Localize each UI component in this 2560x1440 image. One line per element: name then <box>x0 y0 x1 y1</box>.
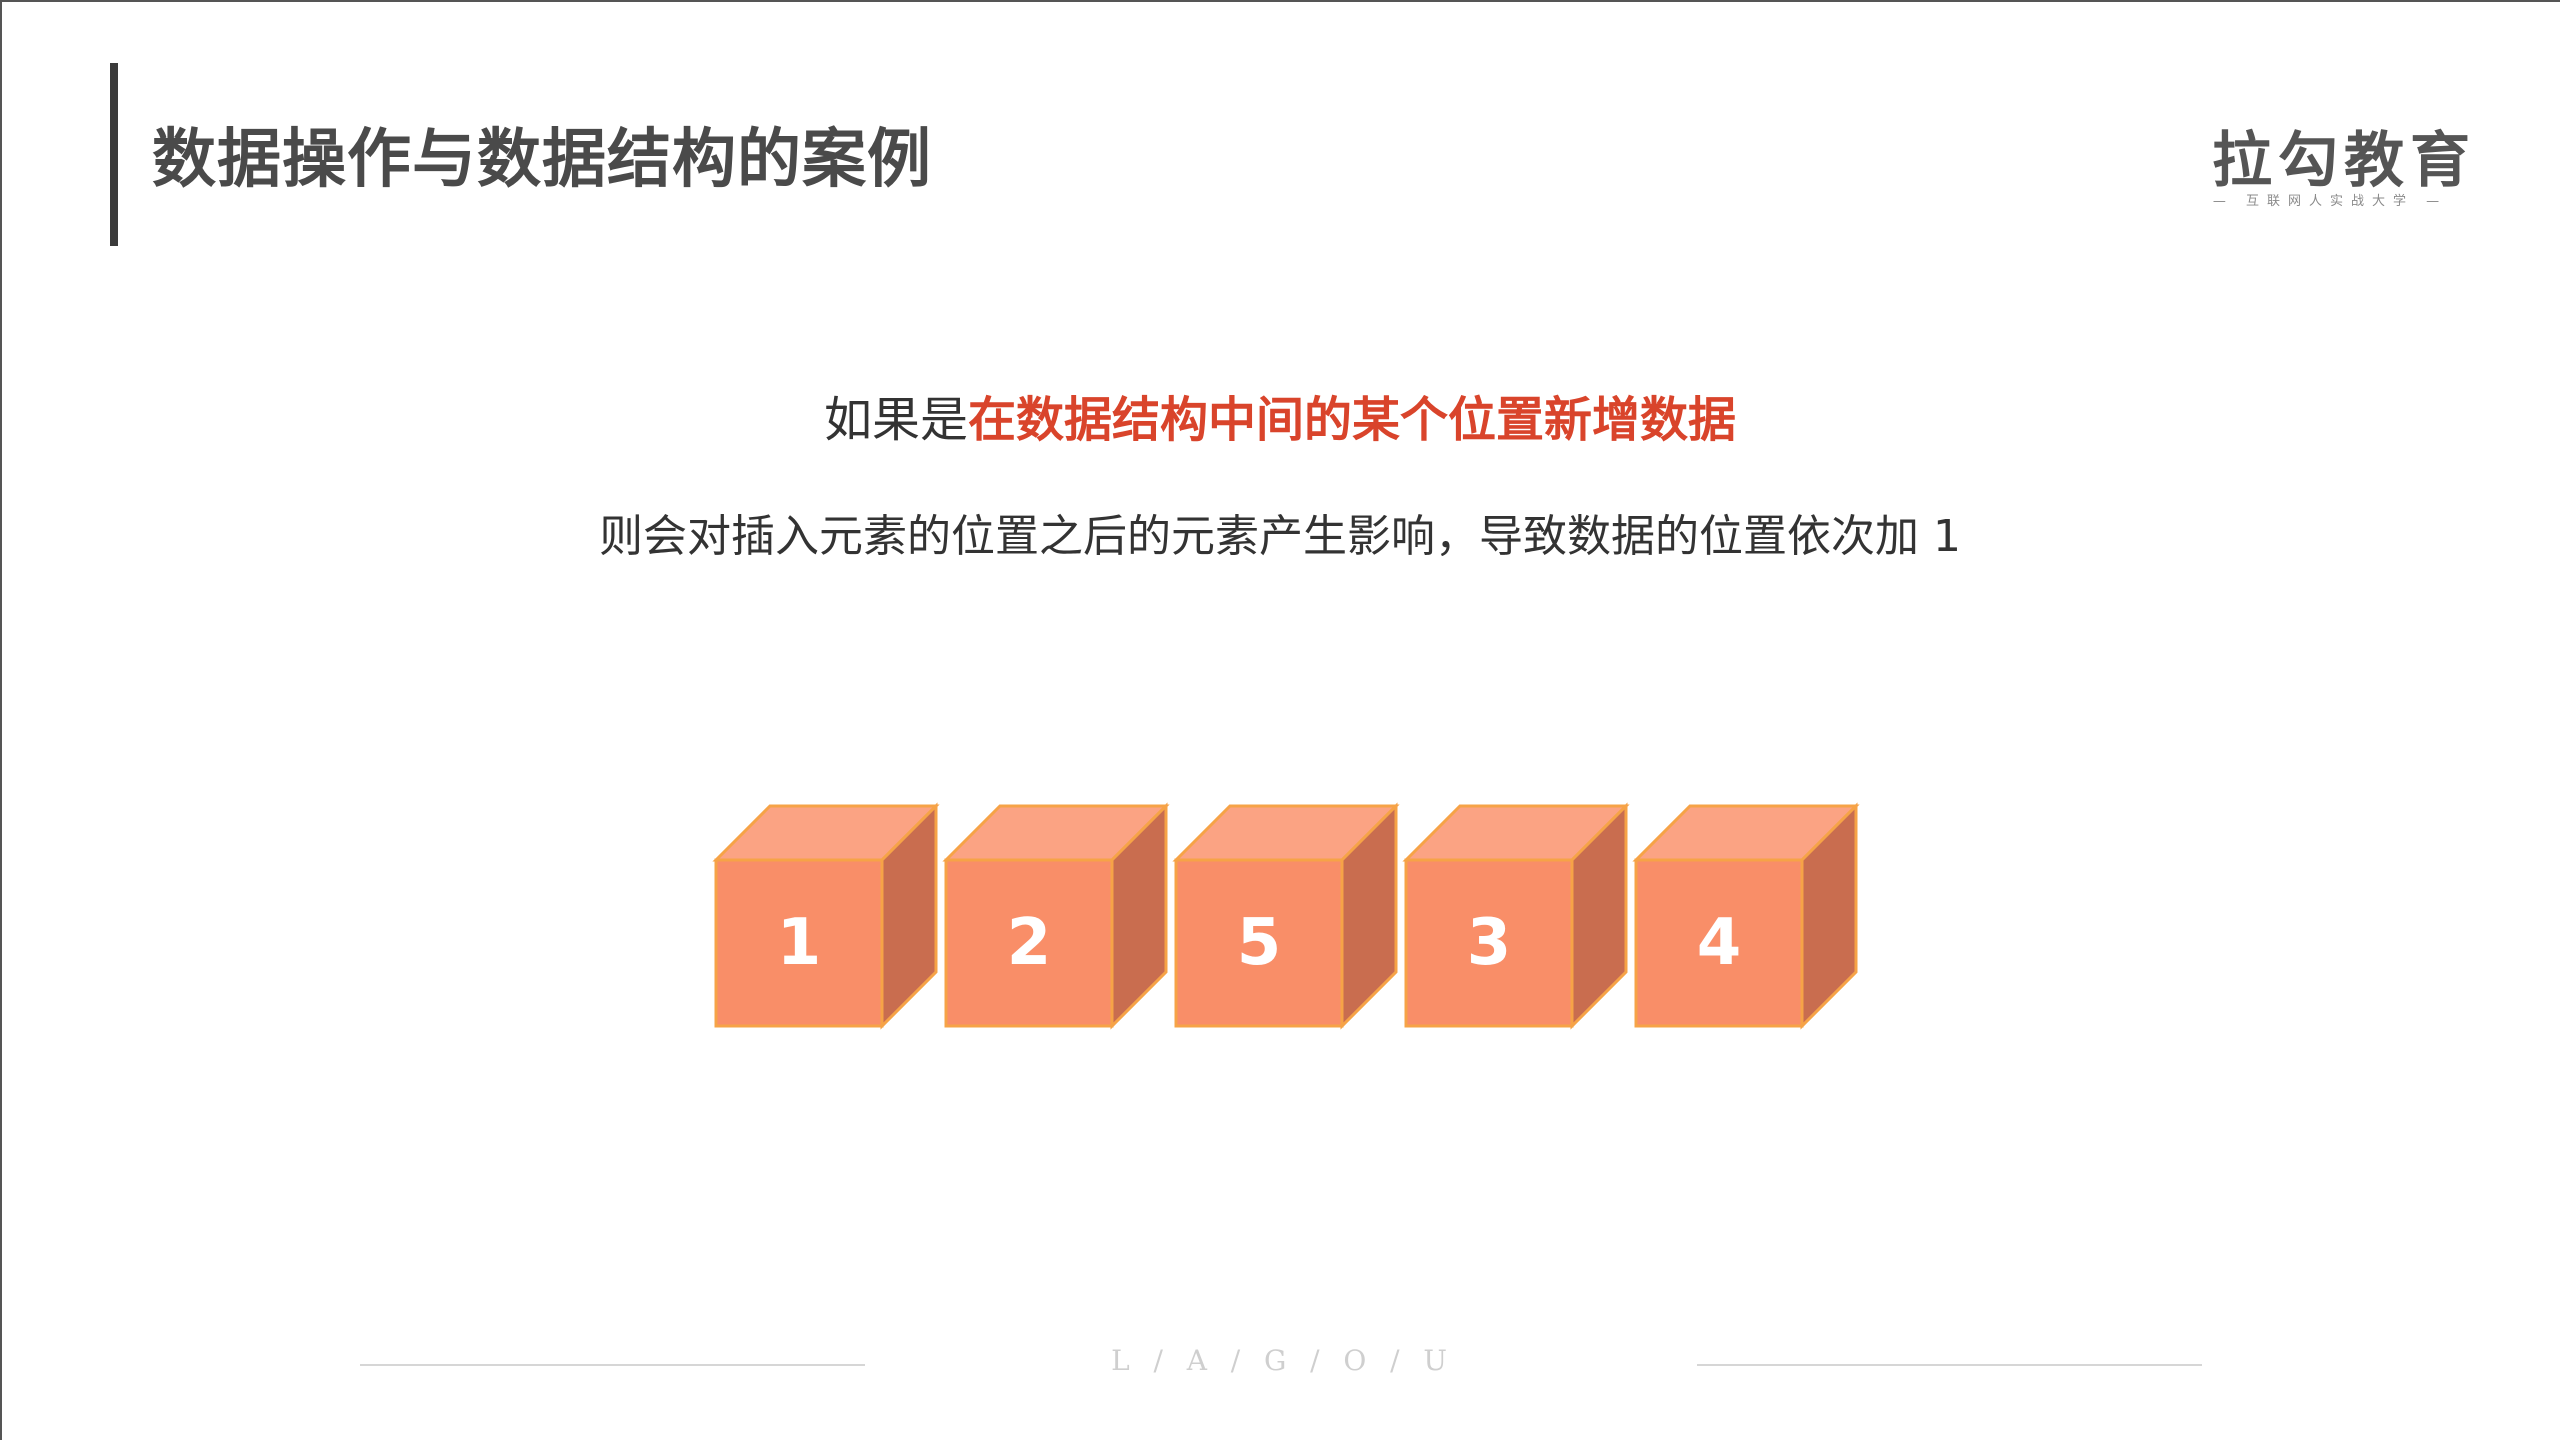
brand-logo: 拉勾教育 — 互联网人实战大学 — <box>2200 112 2470 212</box>
cube-shape <box>712 802 940 1030</box>
slide-title: 数据操作与数据结构的案例 <box>152 123 932 197</box>
cube-label: 2 <box>1006 906 1052 980</box>
footer-divider-right <box>1697 1364 2202 1366</box>
cube-shape <box>1172 802 1400 1030</box>
cube-shape <box>942 802 1170 1030</box>
cube-row: 1 2 5 3 <box>712 802 1874 1034</box>
statement-highlight: 在数据结构中间的某个位置新增数据 <box>968 392 1737 448</box>
statement-line-2: 则会对插入元素的位置之后的元素产生影响，导致数据的位置依次加 1 <box>599 511 1961 562</box>
statement-line-1: 如果是在数据结构中间的某个位置新增数据 <box>0 380 2560 450</box>
cube-label: 4 <box>1696 906 1742 980</box>
cube-label: 5 <box>1236 906 1282 980</box>
statement-prefix: 如果是 <box>823 392 968 448</box>
footer: L / A / G / O / U <box>0 1340 2560 1390</box>
cube-shape <box>1632 802 1860 1030</box>
logo-main-text: 拉勾教育 <box>2212 126 2476 196</box>
footer-divider-left <box>360 1364 865 1366</box>
cube-label: 3 <box>1466 906 1512 980</box>
cube-item: 1 <box>712 802 940 1030</box>
cube-item: 5 <box>1172 802 1400 1030</box>
logo-tagline: — 互联网人实战大学 — <box>2212 194 2448 209</box>
frame-border-top <box>0 0 2560 2</box>
cube-label: 1 <box>776 906 822 980</box>
cube-item: 3 <box>1402 802 1630 1030</box>
cube-shape <box>1402 802 1630 1030</box>
title-accent-bar <box>110 63 118 246</box>
cube-item: 2 <box>942 802 1170 1030</box>
frame-border-left <box>0 0 2 1440</box>
footer-brand-text: L / A / G / O / U <box>1111 1344 1449 1377</box>
cube-item: 4 <box>1632 802 1860 1030</box>
